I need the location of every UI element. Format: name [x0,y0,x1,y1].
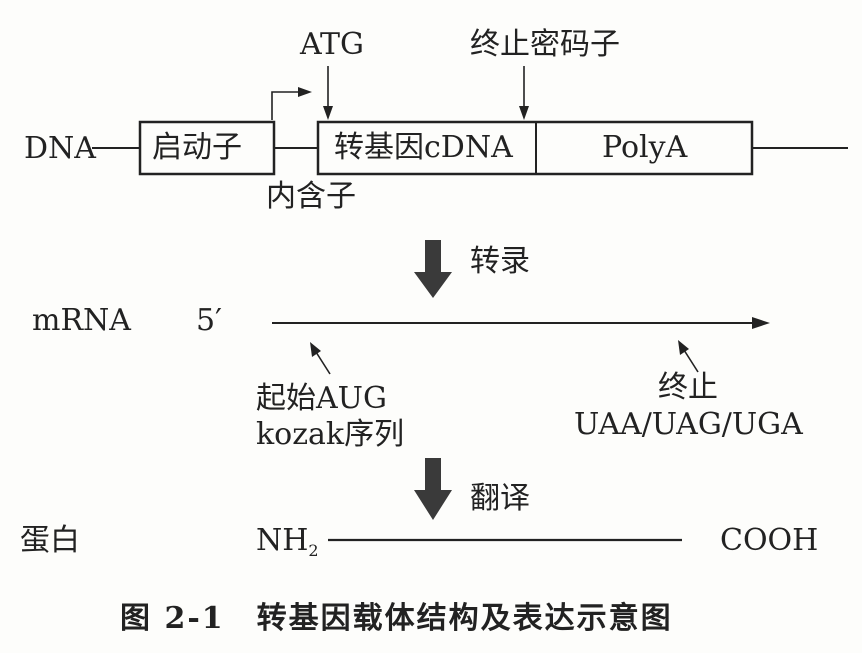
stop-pointer [683,349,699,373]
stop-codons-label: UAA/UAG/UGA [574,407,803,442]
transcription-arrow [414,240,452,298]
transcription-start-arrowhead [298,87,312,97]
translation-arrow [414,458,452,520]
n-terminus-subscript: 2 [308,541,319,560]
stop-label: 终止 [658,370,718,405]
start-aug-pointer [315,351,331,375]
n-terminus-text: NH [256,523,309,558]
kozak-label: kozak序列 [256,417,405,452]
transcription-label: 转录 [470,244,530,279]
intron-label: 内含子 [266,179,356,214]
start-aug-pointer-head [310,342,321,357]
transgene-label: 转基因cDNA [334,130,513,165]
five-prime-label: 5′ [196,303,222,338]
atg-label: ATG [300,27,364,62]
figure-caption: 图 2-1 转基因载体结构及表达示意图 [120,601,673,636]
dna-label: DNA [24,131,96,166]
polya-label: PolyA [602,130,688,165]
start-aug-label: 起始AUG [256,381,387,416]
stop-pointer-head [678,340,689,355]
stop-codon-label: 终止密码子 [470,27,620,62]
n-terminus-label: NH2 [256,526,319,559]
mrna-label: mRNA [32,303,131,338]
atg-pointer-head [323,106,333,120]
protein-label: 蛋白 [20,523,80,558]
promoter-label: 启动子 [152,130,242,165]
translation-label: 翻译 [470,481,530,516]
stop-codon-pointer-head [519,106,529,120]
transcription-start-arrow [271,91,300,120]
c-terminus-label: COOH [720,523,819,558]
promoter-box [138,120,276,176]
mrna-arrowhead [752,317,770,329]
